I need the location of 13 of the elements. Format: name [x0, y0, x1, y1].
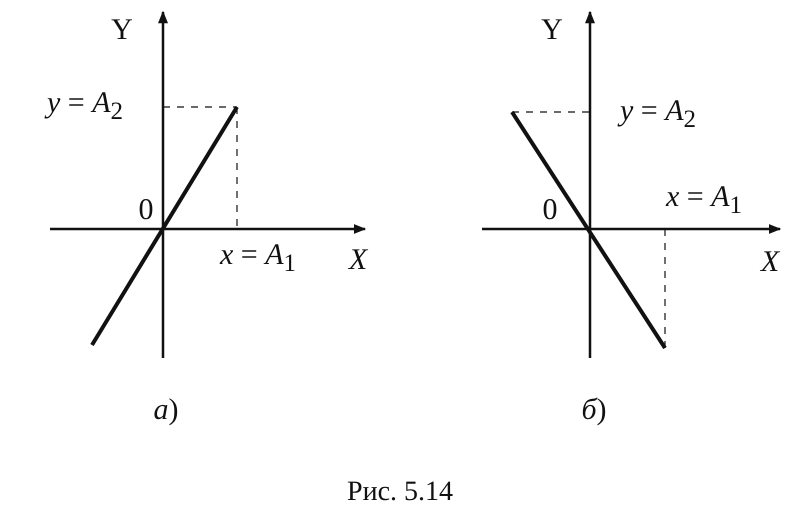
figure-caption: Рис. 5.14 [347, 478, 453, 506]
origin-label: 0 [138, 195, 154, 225]
subfigure-label: б) [581, 395, 607, 425]
axis-label: Y [541, 15, 563, 45]
value-label: y = A$_{2}$ [620, 96, 696, 132]
value-label: y = A$_{2}$ [46, 88, 124, 124]
axis-label: X [348, 245, 368, 275]
origin-label: 0 [542, 195, 558, 225]
axis-label: X [760, 247, 780, 277]
value-label: x = A$_{1}$ [666, 182, 742, 218]
value-label: x = A$_{1}$ [220, 240, 296, 276]
axis-label: Y [111, 15, 133, 45]
subfigure-label: а) [154, 395, 178, 425]
